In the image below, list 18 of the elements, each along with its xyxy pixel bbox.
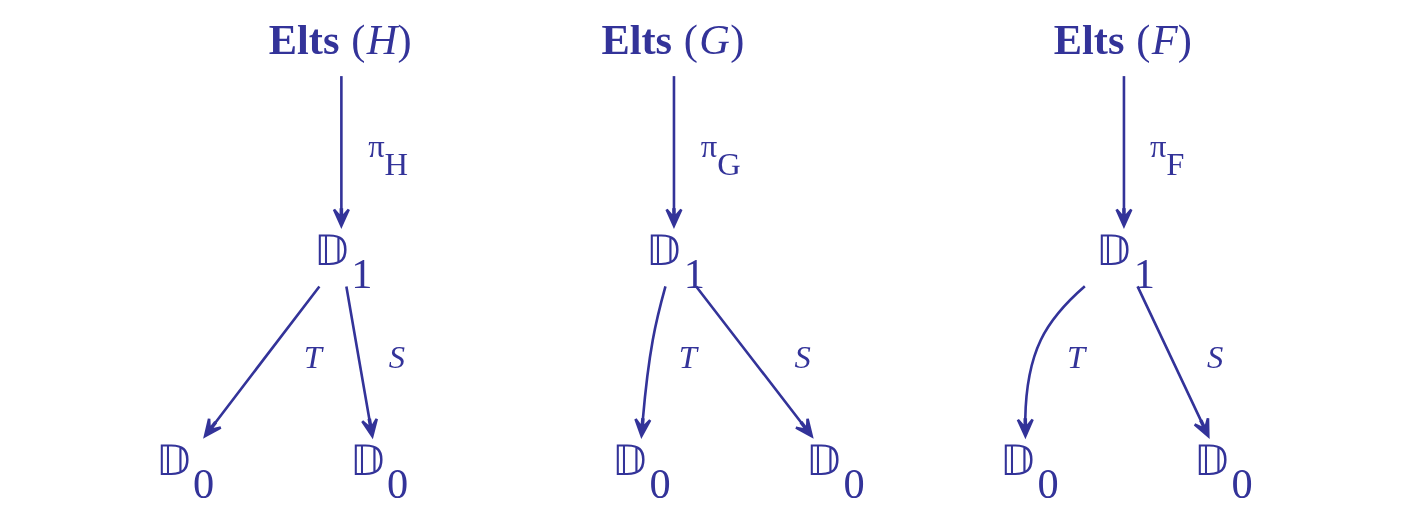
edge-label: S (794, 338, 811, 375)
arrow (203, 285, 320, 437)
node-text: Elts (G) (600, 15, 744, 63)
edge-label: S (1206, 338, 1223, 375)
edge-label: T (303, 338, 322, 375)
arrow (344, 285, 378, 437)
edge-label: T (678, 338, 697, 375)
arrow (1135, 285, 1210, 437)
node-text: Elts (H) (268, 15, 412, 63)
edge-label: S (388, 338, 405, 375)
arrow (332, 75, 350, 227)
arrow (1114, 75, 1133, 227)
edge-label: T (1066, 338, 1085, 375)
arrow (664, 75, 683, 227)
arrow (633, 285, 667, 437)
arrow (694, 285, 813, 437)
node-text: Elts (F) (1053, 15, 1192, 63)
arrow (1016, 284, 1086, 437)
